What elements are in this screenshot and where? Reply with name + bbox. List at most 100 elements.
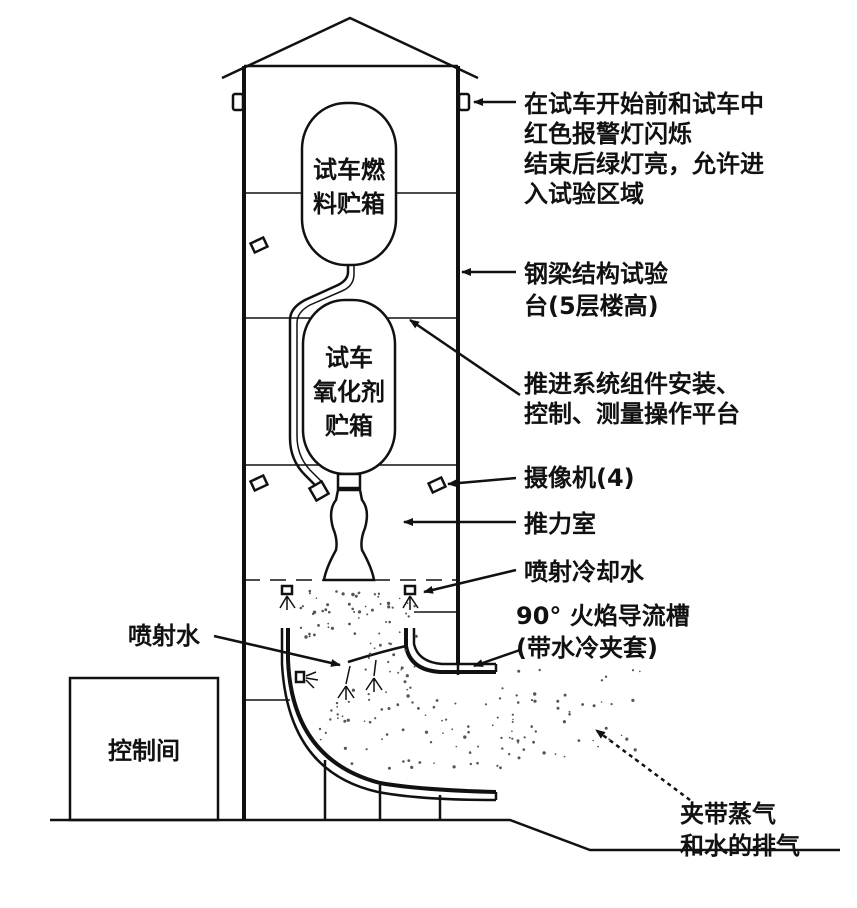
exhaust-dot (508, 753, 511, 756)
exhaust-dot (365, 748, 368, 751)
exhaust-dot (402, 760, 405, 763)
camera-label: 摄像机(4) (524, 464, 635, 492)
exhaust-dot (336, 713, 339, 716)
exhaust-dot (351, 607, 355, 611)
camera-3-icon (426, 475, 448, 495)
exhaust-dot (385, 621, 387, 623)
exhaust-label-2: 和水的排气 (680, 832, 800, 860)
exhaust-dot (391, 606, 394, 609)
exhaust-dot (597, 745, 599, 748)
spray-water-arrow (213, 634, 341, 667)
fuel-valve-icon (307, 479, 331, 503)
steel-stand-label-1: 钢梁结构试验 (524, 260, 668, 288)
camera-1-icon (248, 235, 270, 255)
fuel-tank-label-2: 料贮箱 (313, 190, 385, 218)
exhaust-dot (604, 726, 608, 730)
exhaust-dot (538, 668, 541, 672)
exhaust-dot (330, 709, 333, 712)
exhaust-dot (381, 738, 383, 741)
exhaust-dot (500, 736, 503, 740)
exhaust-dot (348, 622, 351, 626)
exhaust-dot (417, 611, 420, 614)
exhaust-dot (354, 594, 358, 598)
exhaust-dot (501, 687, 504, 690)
exhaust-dot (522, 748, 526, 751)
exhaust-dot (620, 734, 623, 737)
exhaust-dot (442, 732, 444, 734)
exhaust-dot (308, 589, 312, 593)
exhaust-dot (350, 762, 354, 765)
exhaust-dot (308, 635, 311, 638)
exhaust-dot (335, 701, 339, 705)
exhaust-dot (299, 626, 303, 629)
exhaust-dot (311, 612, 315, 616)
exhaust-dot (405, 674, 409, 678)
warning-label-1: 在试车开始前和试车中 (524, 90, 764, 118)
exhaust-dot (406, 688, 409, 691)
exhaust-dot (515, 694, 518, 697)
exhaust-dot (336, 705, 339, 708)
exhaust-dot (389, 670, 391, 673)
exhaust-dot (410, 765, 414, 770)
exhaust-dot (511, 737, 514, 740)
exhaust-dot (631, 698, 635, 703)
exhaust-dot (418, 761, 422, 764)
exhaust-dot (568, 713, 571, 716)
exhaust-dot (368, 720, 372, 724)
exhaust-dot (328, 610, 331, 614)
exhaust-dot (556, 699, 560, 703)
exhaust-dot (337, 717, 339, 720)
cooling-nozzle-right-icon (403, 584, 417, 596)
exhaust-dot (377, 595, 380, 598)
exhaust-dot (351, 592, 355, 597)
exhaust-dot (367, 657, 370, 659)
exhaust-dots (299, 589, 641, 770)
exhaust-dot (435, 699, 439, 702)
exhaust-dot (532, 740, 535, 744)
exhaust-dot (379, 603, 382, 605)
platform-label-1: 推进系统组件安装、 (524, 370, 740, 398)
flame-deflector-label-2: (带水冷夹套) (516, 634, 658, 662)
exhaust-dot (610, 703, 613, 706)
exhaust-dot (341, 592, 345, 596)
warning-light-left-icon (231, 92, 245, 112)
exhaust-dot (424, 714, 427, 716)
exhaust-dot (411, 701, 414, 704)
exhaust-dot (396, 703, 400, 707)
exhaust-dot (468, 751, 472, 754)
exhaust-dot (406, 602, 409, 604)
exhaust-dot (357, 617, 360, 619)
exhaust-dot (563, 693, 567, 697)
exhaust-dot (397, 671, 400, 674)
exhaust-dot (592, 739, 594, 742)
oxidizer-valve-icon (336, 472, 362, 490)
exhaust-dot (317, 624, 320, 627)
exhaust-dot (392, 653, 396, 657)
exhaust-dot (341, 715, 344, 718)
exhaust-dot (385, 691, 387, 694)
ground-line (50, 818, 840, 852)
exhaust-dot (517, 756, 521, 760)
exhaust-dot (484, 703, 488, 706)
exhaust-dot (346, 718, 350, 722)
exhaust-dot (625, 737, 629, 741)
flame-deflector-arrow (473, 648, 521, 668)
exhaust-dot (385, 733, 389, 736)
exhaust-dot (496, 716, 499, 719)
exhaust-dot (530, 725, 533, 728)
platform-label-2: 控制、测量操作平台 (524, 400, 740, 428)
exhaust-dot (368, 652, 372, 655)
exhaust-dot (315, 597, 318, 599)
exhaust-dot (401, 728, 405, 732)
exhaust-dot (308, 592, 311, 595)
spray-cooling-label: 喷射冷却水 (524, 558, 645, 586)
exhaust-dot (608, 738, 611, 741)
exhaust-dot (405, 612, 408, 615)
exhaust-dot (369, 642, 372, 645)
exhaust-dot (562, 720, 567, 724)
exhaust-dot (454, 702, 457, 705)
spray-nozzle-wall-icon (294, 670, 306, 684)
exhaust-dot (604, 675, 608, 678)
exhaust-dot (326, 603, 330, 607)
